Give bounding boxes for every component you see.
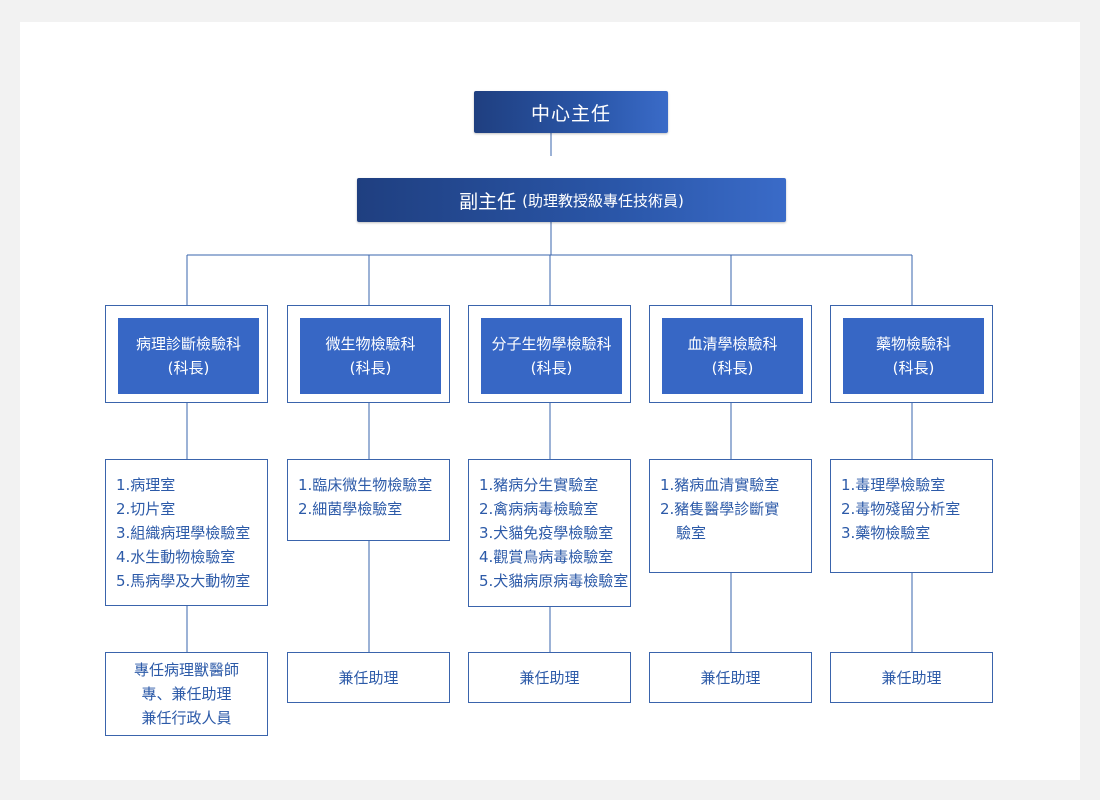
department-name: 微生物檢驗科: [325, 335, 416, 353]
org-chart: 中心主任 副主任 (助理教授級專任技術員) 病理診斷檢驗科 (科長) 1.病理室 2.…: [20, 22, 1080, 780]
department-role: (科長): [349, 359, 392, 377]
department-label-block: 病理診斷檢驗科 (科長): [118, 318, 259, 394]
staff-box: 兼任助理: [830, 652, 993, 703]
deputy-title: 副主任: [459, 190, 517, 213]
lab-item: 2.切片室: [116, 500, 176, 518]
lab-item: 1.毒理學檢驗室: [841, 476, 946, 494]
department-box: 微生物檢驗科 (科長): [287, 305, 450, 403]
department-label-block: 分子生物學檢驗科 (科長): [481, 318, 622, 394]
lab-item: 4.水生動物檢驗室: [116, 548, 236, 566]
lab-item: 5.馬病學及大動物室: [116, 572, 251, 590]
lab-item: 驗室: [676, 524, 707, 542]
staff-item: 專、兼任助理: [141, 685, 232, 703]
department-label-block: 血清學檢驗科 (科長): [662, 318, 803, 394]
staff-item: 兼任助理: [338, 668, 399, 687]
staff-item: 兼任助理: [519, 668, 580, 687]
department-name: 藥物檢驗科: [875, 335, 951, 353]
lab-item: 2.細菌學檢驗室: [298, 500, 403, 518]
staff-item: 兼任行政人員: [141, 709, 232, 727]
department-name: 病理診斷檢驗科: [135, 335, 241, 353]
lab-item: 5.犬貓病原病毒檢驗室: [479, 572, 629, 590]
director-box: 中心主任: [474, 91, 668, 133]
lab-list-box: 1.臨床微生物檢驗室 2.細菌學檢驗室: [287, 459, 450, 541]
deputy-subtitle: (助理教授級專任技術員): [522, 191, 684, 210]
department-box: 血清學檢驗科 (科長): [649, 305, 812, 403]
department-name: 分子生物學檢驗科: [491, 335, 612, 353]
lab-item: 1.豬病血清實驗室: [660, 476, 780, 494]
lab-item: 4.觀賞鳥病毒檢驗室: [479, 548, 614, 566]
department-role: (科長): [530, 359, 573, 377]
lab-item: 2.毒物殘留分析室: [841, 500, 961, 518]
department-role: (科長): [711, 359, 754, 377]
lab-item: 2.豬隻醫學診斷實: [660, 500, 780, 518]
department-name: 血清學檢驗科: [687, 335, 778, 353]
lab-item: 1.病理室: [116, 476, 176, 494]
lab-item: 3.組織病理學檢驗室: [116, 524, 251, 542]
department-box: 藥物檢驗科 (科長): [830, 305, 993, 403]
lab-list-box: 1.毒理學檢驗室 2.毒物殘留分析室 3.藥物檢驗室: [830, 459, 993, 573]
lab-list-box: 1.豬病血清實驗室 2.豬隻醫學診斷實驗室: [649, 459, 812, 573]
staff-box: 兼任助理: [468, 652, 631, 703]
department-box: 病理診斷檢驗科 (科長): [105, 305, 268, 403]
department-role: (科長): [167, 359, 210, 377]
lab-list-box: 1.豬病分生實驗室 2.禽病病毒檢驗室 3.犬貓免疫學檢驗室 4.觀賞鳥病毒檢驗室 5.…: [468, 459, 631, 607]
lab-item: 3.犬貓免疫學檢驗室: [479, 524, 614, 542]
department-role: (科長): [892, 359, 935, 377]
staff-box: 兼任助理: [287, 652, 450, 703]
director-label: 中心主任: [530, 102, 611, 125]
staff-box: 專任病理獸醫師專、兼任助理兼任行政人員: [105, 652, 268, 736]
department-box: 分子生物學檢驗科 (科長): [468, 305, 631, 403]
staff-item: 專任病理獸醫師: [133, 661, 239, 679]
staff-item: 兼任助理: [881, 668, 942, 687]
lab-item: 2.禽病病毒檢驗室: [479, 500, 599, 518]
department-label-block: 微生物檢驗科 (科長): [300, 318, 441, 394]
lab-item: 1.臨床微生物檢驗室: [298, 476, 433, 494]
staff-item: 兼任助理: [700, 668, 761, 687]
connector-lines: [186, 111, 913, 652]
staff-box: 兼任助理: [649, 652, 812, 703]
department-label-block: 藥物檢驗科 (科長): [843, 318, 984, 394]
deputy-director-box: 副主任 (助理教授級專任技術員): [357, 178, 786, 222]
lab-item: 3.藥物檢驗室: [841, 524, 931, 542]
lab-list-box: 1.病理室 2.切片室 3.組織病理學檢驗室 4.水生動物檢驗室 5.馬病學及大動物室: [105, 459, 268, 606]
lab-item: 1.豬病分生實驗室: [479, 476, 599, 494]
